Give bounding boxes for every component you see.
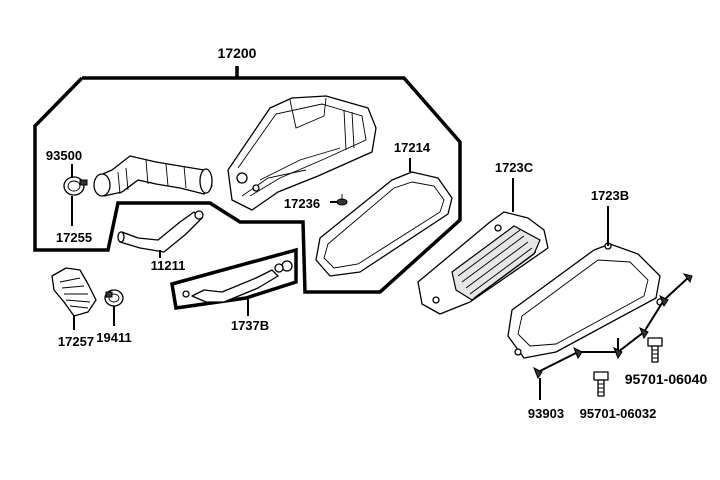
connecting-tube-part — [93, 155, 213, 197]
bolt-95701-06040-part — [647, 337, 663, 363]
air-cleaner-case — [227, 95, 377, 211]
screws-93903-part — [533, 273, 693, 380]
drain-tube-part — [182, 260, 293, 303]
screw-17236-part — [330, 194, 348, 206]
bolt-95701-06032-part — [593, 371, 609, 397]
label-17214: 17214 — [394, 140, 431, 155]
label-95701-06040: 95701-06040 — [625, 371, 708, 387]
cover-1723B-part — [507, 242, 664, 359]
element-frame-part — [315, 171, 453, 277]
label-11211: 11211 — [151, 258, 186, 273]
clamp-93500-part — [63, 176, 88, 196]
clamp-19411-part — [104, 289, 124, 307]
label-93903: 93903 — [528, 406, 564, 421]
breather-tube-part — [117, 210, 204, 253]
element-1723C-part — [417, 211, 549, 315]
label-17236: 17236 — [284, 196, 320, 211]
label-1723B: 1723B — [591, 188, 629, 203]
label-1737B: 1737B — [231, 318, 269, 333]
label-93500: 93500 — [46, 148, 82, 163]
label-1723C: 1723C — [495, 160, 534, 175]
label-19411: 19411 — [96, 330, 131, 345]
label-17257: 17257 — [58, 334, 94, 349]
label-17255: 17255 — [56, 230, 92, 245]
drain-tube-group-outline — [170, 247, 298, 310]
label-17200: 17200 — [218, 45, 257, 61]
assembly-group-outline — [33, 66, 462, 294]
label-95701-06032: 95701-06032 — [580, 406, 657, 421]
intake-duct-part — [51, 267, 97, 317]
